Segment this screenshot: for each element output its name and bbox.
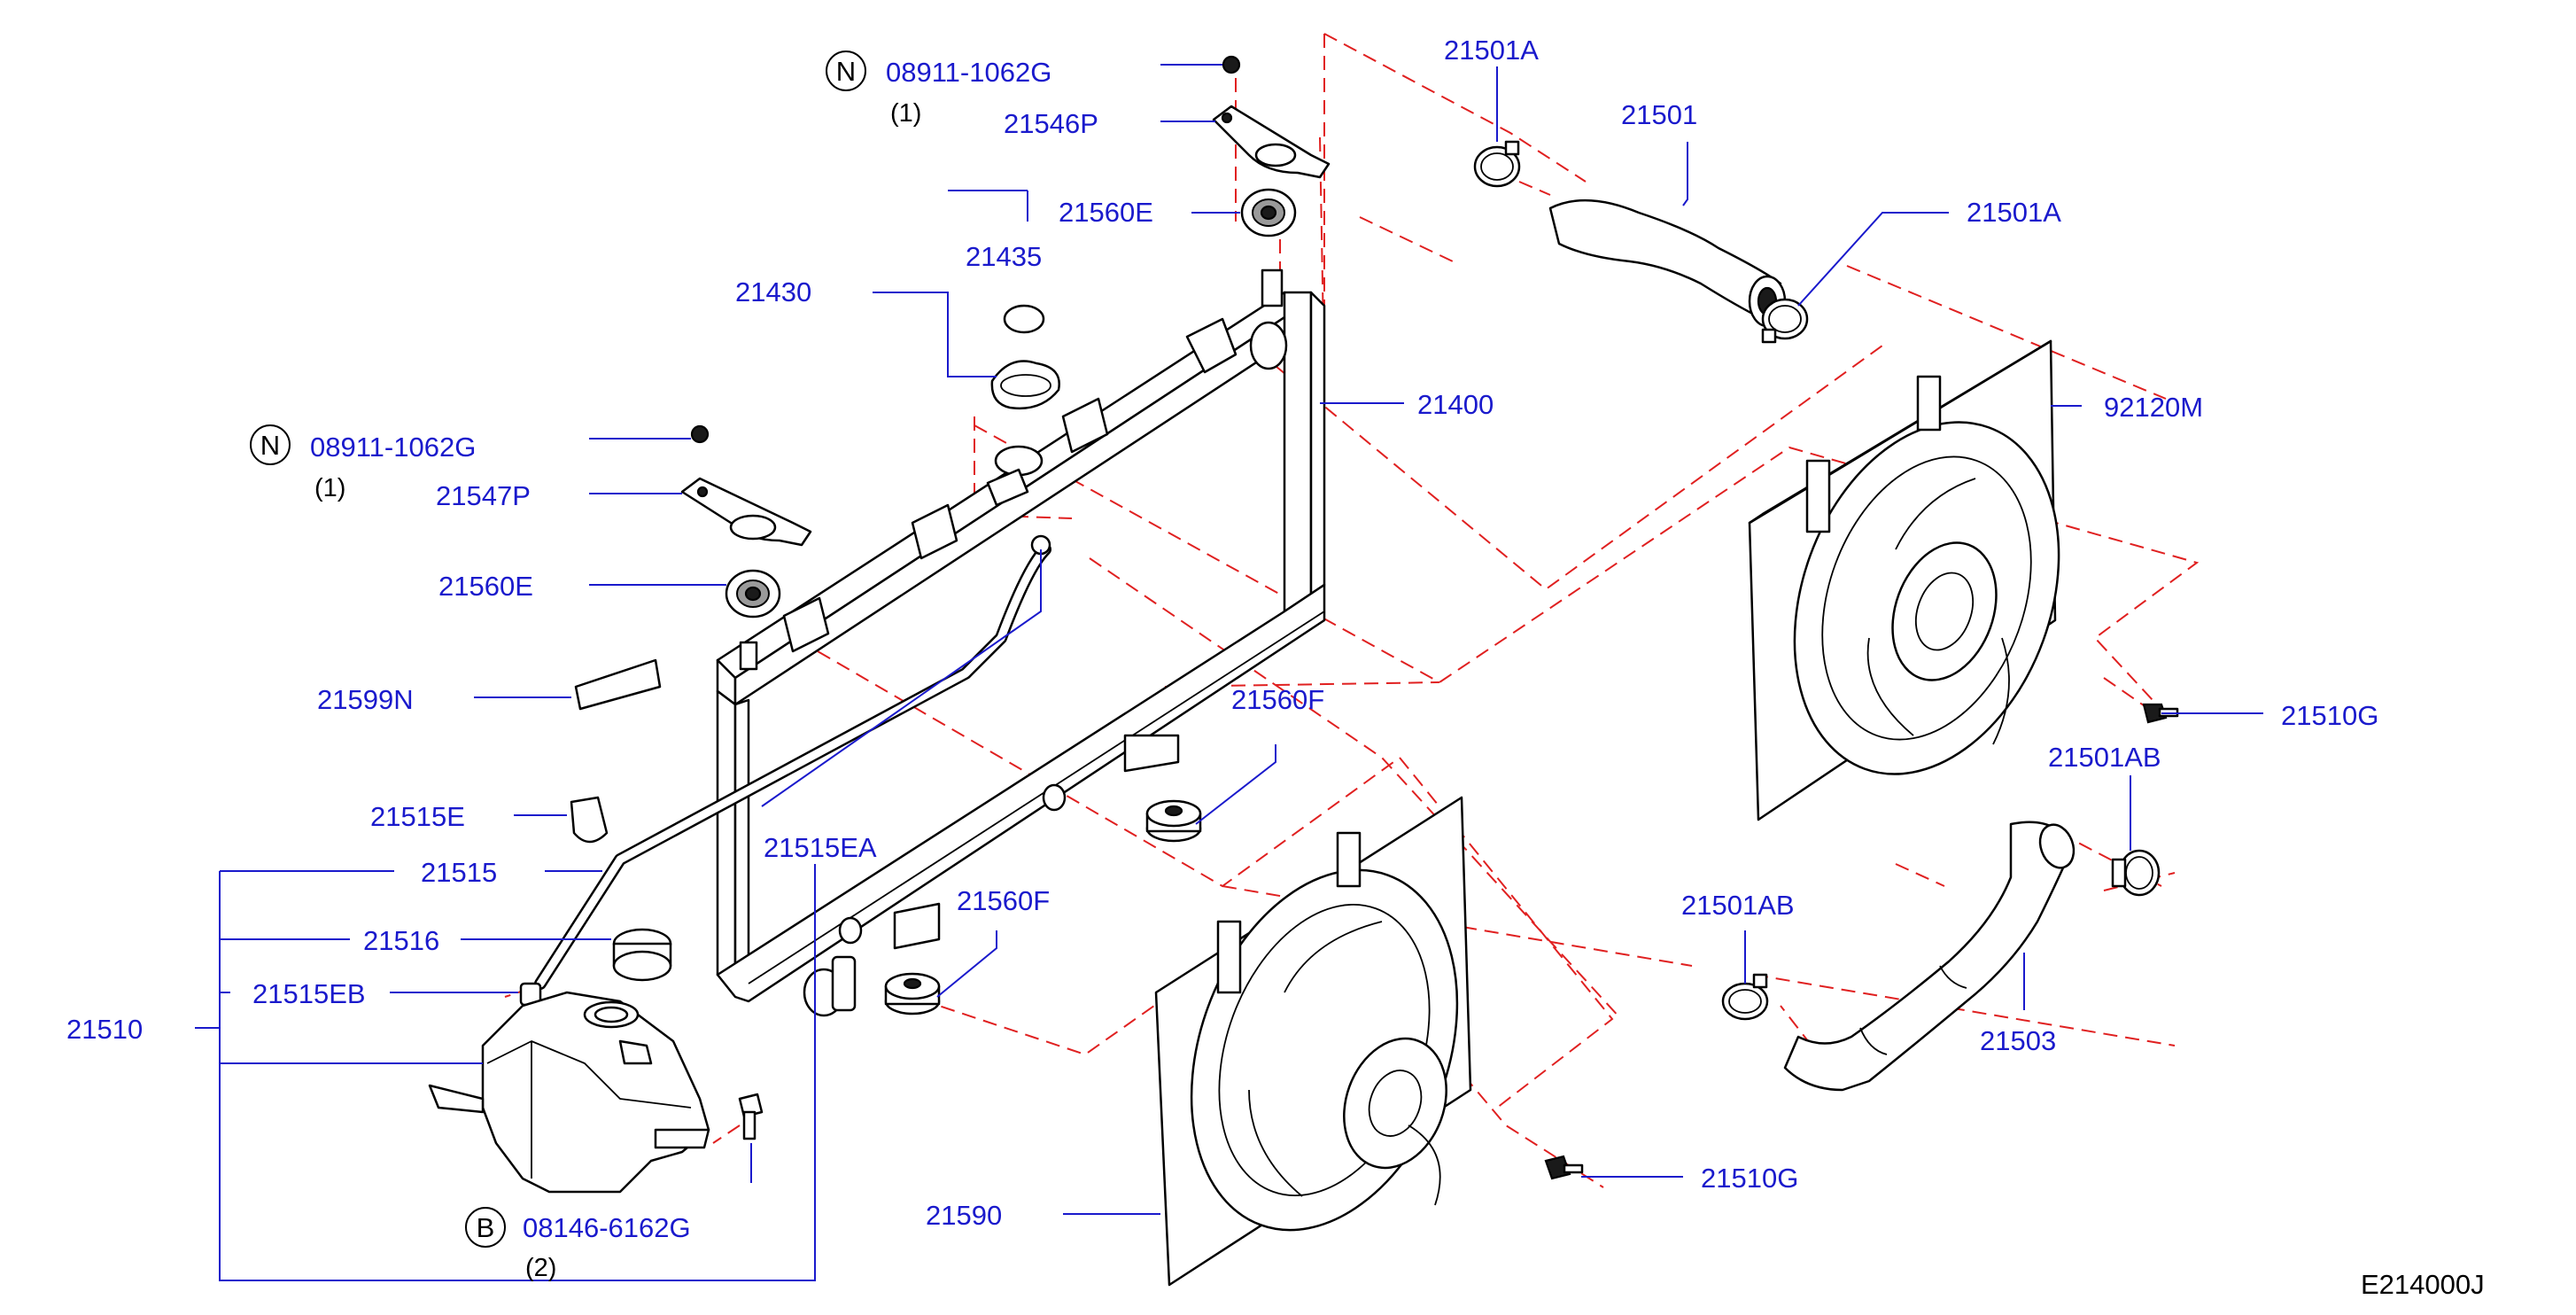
fan-shroud-left — [1154, 796, 1472, 1287]
hose-clip — [570, 796, 609, 844]
label-sticker — [574, 658, 662, 711]
part-number-labels: 08911-1062G (1) 21546P 21560E 21435 2143… — [66, 35, 2485, 1300]
callout-letter: B — [477, 1212, 495, 1243]
lower-hose — [1783, 821, 2076, 1092]
diagram-code: E214000J — [2361, 1269, 2485, 1300]
reservoir-bolt — [738, 1093, 764, 1140]
lower-hose-clamp-top — [2111, 849, 2161, 897]
label-21510[interactable]: 21510 — [66, 1014, 143, 1045]
label-21515eb[interactable]: 21515EB — [252, 978, 366, 1009]
label-21590[interactable]: 21590 — [926, 1200, 1002, 1231]
upper-hose-clamp-bottom — [1761, 298, 1809, 344]
callout-circle-bottom: B — [465, 1207, 506, 1248]
label-21546p[interactable]: 21546P — [1004, 108, 1098, 139]
fan-bolt-left — [1544, 1155, 1584, 1180]
label-21599n[interactable]: 21599N — [317, 684, 414, 715]
label-21560e-right[interactable]: 21560E — [1059, 197, 1153, 228]
insulator-upper-right — [1240, 188, 1297, 237]
leader-lines — [195, 64, 2263, 1281]
label-21560e-left[interactable]: 21560E — [438, 571, 533, 602]
label-21560f-right[interactable]: 21560F — [1231, 684, 1324, 715]
reservoir-tank — [428, 991, 710, 1194]
label-21501a-top[interactable]: 21501A — [1444, 35, 1539, 66]
upper-bracket-right — [1212, 55, 1331, 179]
label-21400[interactable]: 21400 — [1417, 389, 1494, 420]
reservoir-cap — [612, 928, 672, 982]
label-21515ea[interactable]: 21515EA — [764, 832, 877, 863]
label-21435[interactable]: 21435 — [966, 241, 1042, 272]
insulator-upper-left — [725, 569, 781, 619]
label-21515[interactable]: 21515 — [421, 857, 497, 888]
label-21516[interactable]: 21516 — [363, 925, 439, 956]
label-qty-bottom: (2) — [525, 1254, 556, 1282]
label-21501a-bottom[interactable]: 21501A — [1967, 197, 2061, 228]
upper-hose — [1548, 198, 1787, 328]
label-qty-top: (1) — [890, 99, 921, 128]
lower-mount-left — [884, 972, 941, 1015]
radiator-cap — [990, 304, 1060, 409]
label-21501ab-top[interactable]: 21501AB — [2048, 742, 2161, 773]
upper-hose-clamp-top — [1473, 140, 1521, 188]
label-21503[interactable]: 21503 — [1980, 1025, 2056, 1056]
label-08911-1062g-top[interactable]: 08911-1062G — [886, 57, 1051, 88]
label-21510g-right[interactable]: 21510G — [2281, 700, 2378, 731]
label-92120m[interactable]: 92120M — [2104, 392, 2203, 423]
callout-letter: N — [836, 56, 856, 87]
callout-letter: N — [260, 430, 280, 461]
label-08146-6162g[interactable]: 08146-6162G — [523, 1212, 691, 1243]
fan-shroud-right — [1748, 339, 2060, 821]
callout-circle-top: N — [826, 51, 866, 91]
label-21430[interactable]: 21430 — [735, 276, 811, 307]
upper-bracket-left — [680, 424, 812, 547]
label-08911-1062g-left[interactable]: 08911-1062G — [310, 432, 476, 463]
label-21515e[interactable]: 21515E — [370, 801, 465, 832]
label-qty-left: (1) — [314, 474, 345, 502]
label-21501ab-bottom[interactable]: 21501AB — [1681, 890, 1795, 921]
overflow-hose — [534, 534, 1051, 990]
label-21547p[interactable]: 21547P — [436, 480, 531, 511]
lower-mount-right — [1145, 799, 1202, 843]
label-21510g-left[interactable]: 21510G — [1701, 1163, 1798, 1194]
radiator-assembly — [716, 268, 1326, 1017]
callout-circle-left: N — [250, 424, 291, 465]
label-21560f-left[interactable]: 21560F — [957, 885, 1050, 916]
lower-hose-clamp-bottom — [1721, 973, 1769, 1021]
label-21501[interactable]: 21501 — [1621, 99, 1697, 130]
